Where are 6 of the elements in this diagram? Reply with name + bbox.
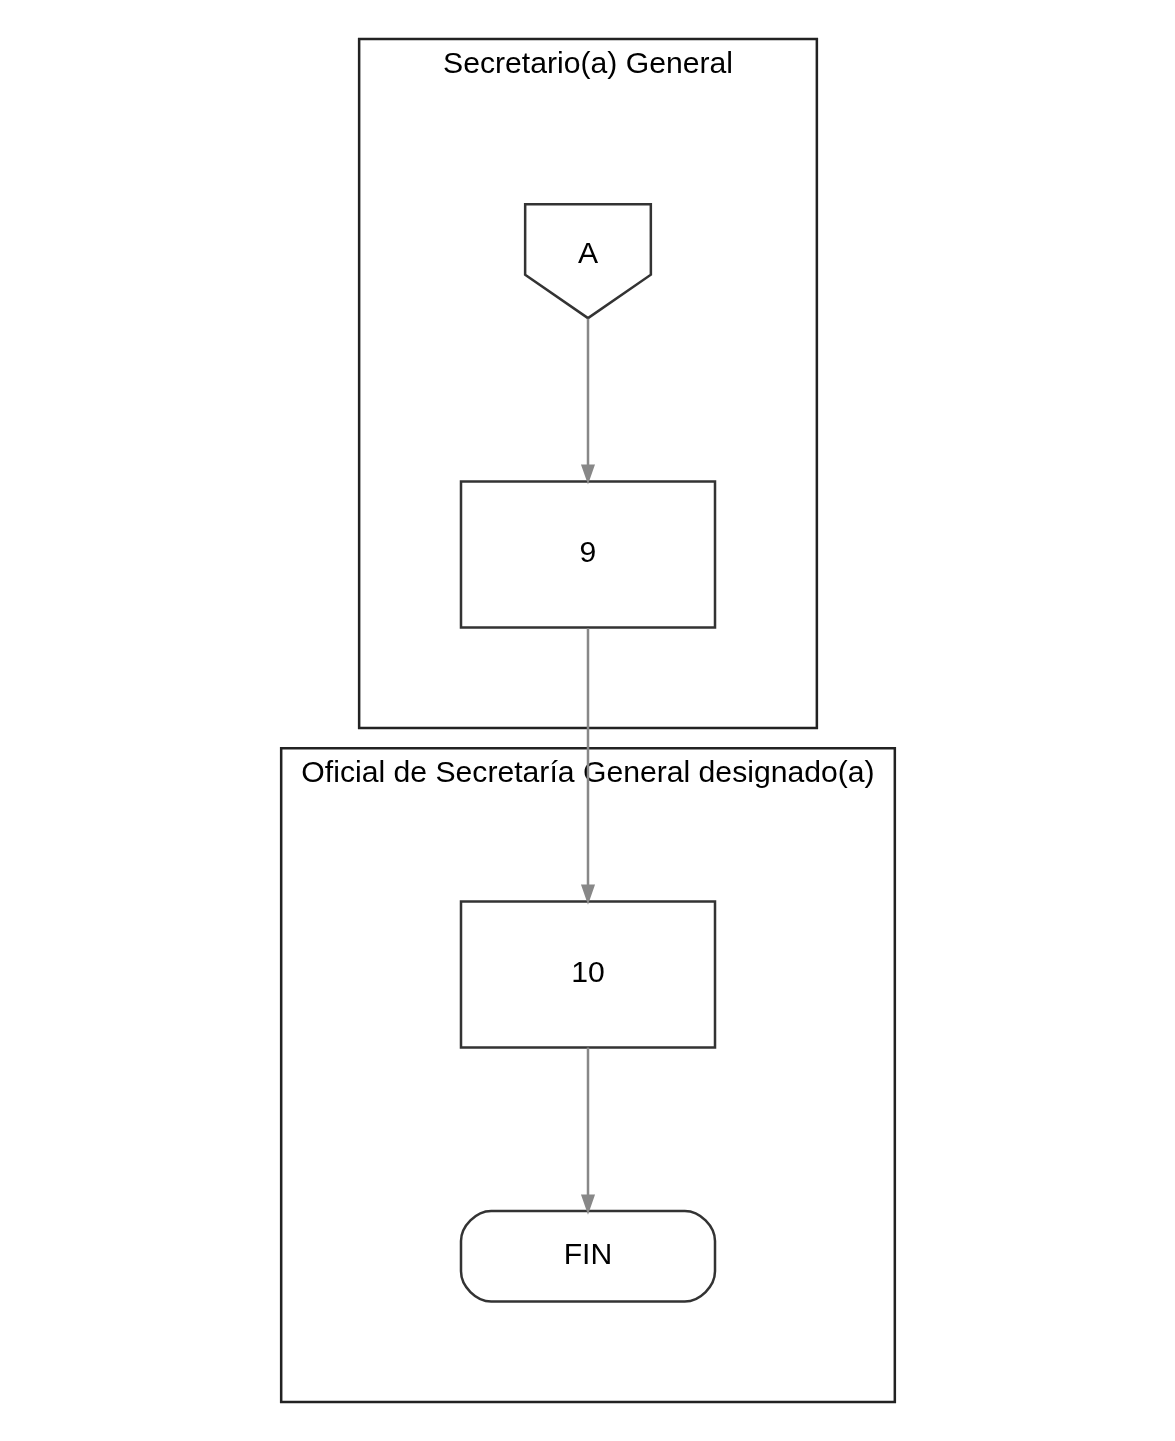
node-box: 10 (459, 900, 716, 1049)
arrow (580, 628, 595, 905)
node-box: FIN (459, 1209, 716, 1303)
node-box: 9 (459, 480, 716, 629)
arrow (580, 318, 595, 485)
arrow (580, 1047, 595, 1215)
